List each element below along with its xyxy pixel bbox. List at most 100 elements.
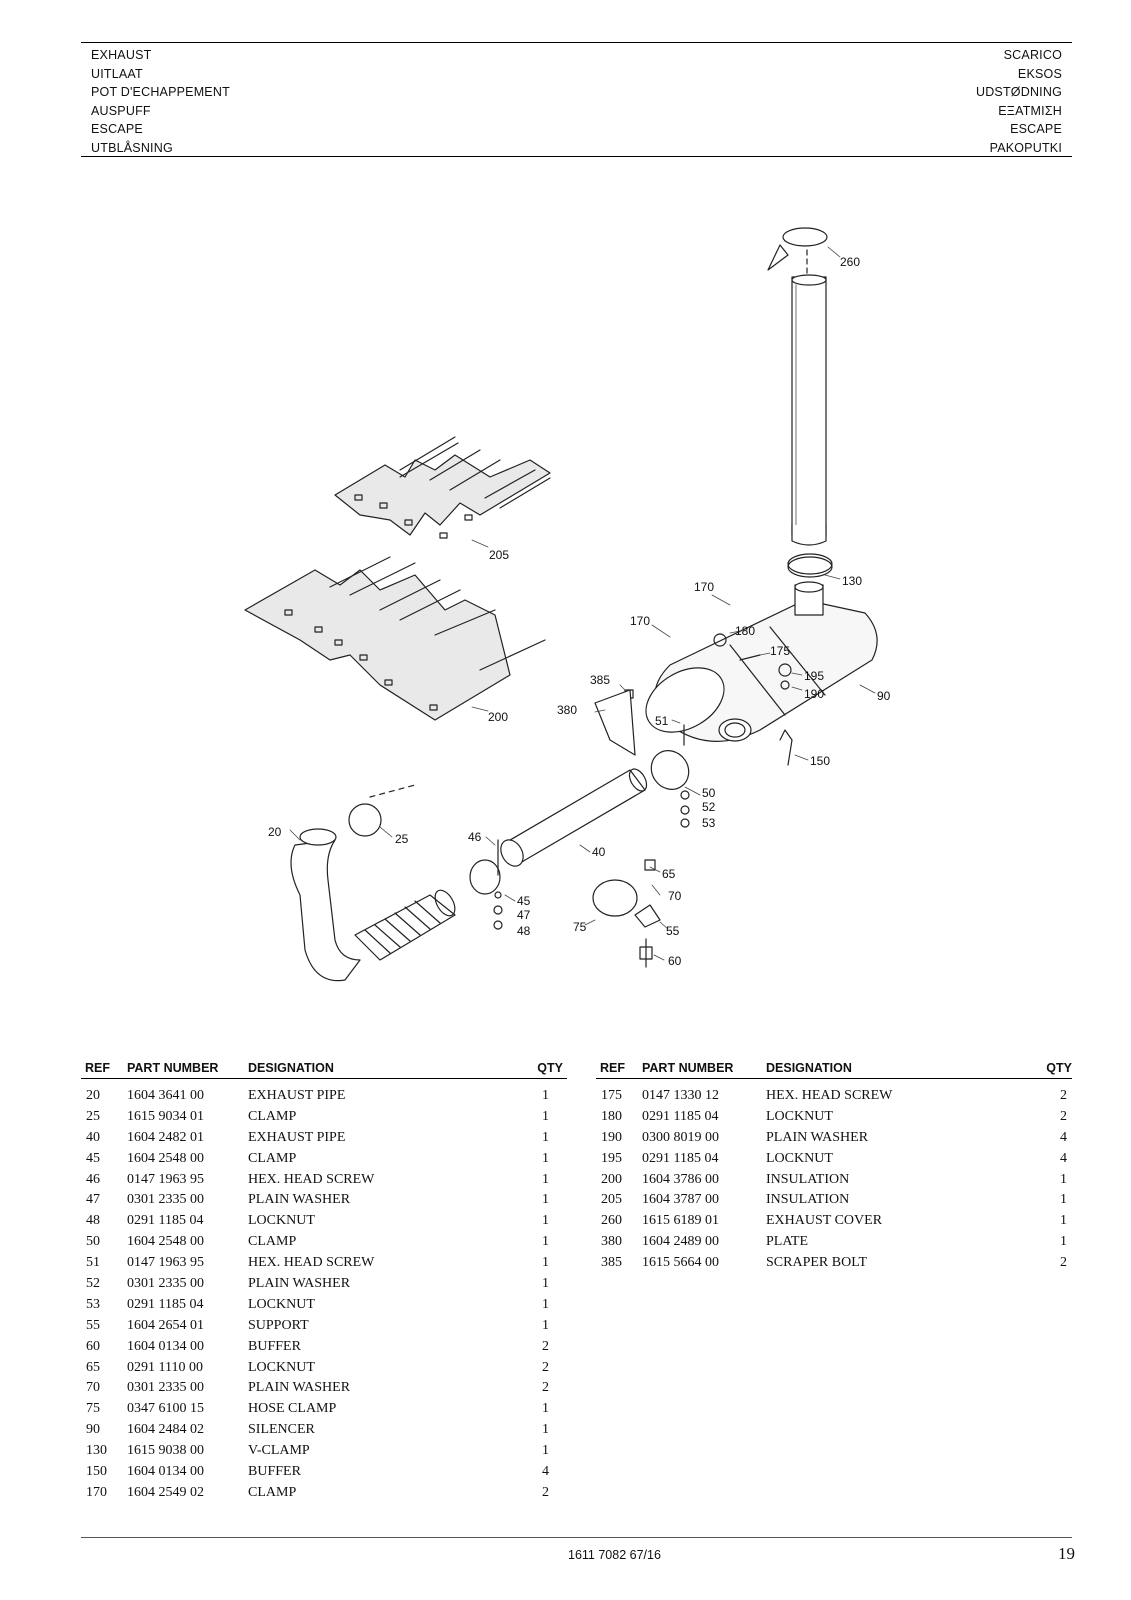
cell-designation: INSULATION xyxy=(766,1171,850,1187)
callout-label: 260 xyxy=(840,255,860,269)
footer-divider xyxy=(81,1537,1072,1538)
silencer-part xyxy=(645,581,878,742)
table-row: 260 1615 6189 01 EXHAUST COVER 1 xyxy=(596,1211,1072,1232)
v-clamp-part xyxy=(787,553,833,578)
cell-designation: V-CLAMP xyxy=(248,1443,310,1459)
cell-qty: 4 xyxy=(542,1464,549,1480)
cell-designation: SUPPORT xyxy=(248,1317,309,1333)
callout-numbers: 260 205 200 170 170 130 180 175 195 190 … xyxy=(268,255,891,968)
cell-qty: 1 xyxy=(542,1213,549,1229)
cell-qty: 1 xyxy=(542,1443,549,1459)
callout-label: 70 xyxy=(668,889,682,903)
cell-designation: HEX. HEAD SCREW xyxy=(248,1255,375,1271)
cell-designation: HOSE CLAMP xyxy=(248,1401,337,1417)
cell-ref: 90 xyxy=(86,1422,100,1438)
cell-designation: EXHAUST COVER xyxy=(766,1213,883,1229)
cell-ref: 70 xyxy=(86,1380,100,1396)
callout-label: 25 xyxy=(395,832,409,846)
cell-part-number: 1615 6189 01 xyxy=(642,1213,719,1229)
header-title: ΕΞΑΤΜΙΣΗ xyxy=(998,103,1062,118)
clamp-parts xyxy=(348,784,661,968)
cell-designation: LOCKNUT xyxy=(766,1108,833,1124)
callout-label: 46 xyxy=(468,830,482,844)
cell-part-number: 1604 2654 01 xyxy=(127,1317,204,1333)
cell-ref: 170 xyxy=(86,1484,107,1500)
cell-qty: 1 xyxy=(1060,1234,1067,1250)
cell-part-number: 1604 2482 01 xyxy=(127,1129,204,1145)
cell-part-number: 0291 1185 04 xyxy=(127,1213,204,1229)
callout-label: 385 xyxy=(590,673,610,687)
cell-designation: PLAIN WASHER xyxy=(766,1129,869,1145)
cell-designation: EXHAUST PIPE xyxy=(248,1129,346,1145)
callout-label: 48 xyxy=(517,924,531,938)
insulation-upper-part xyxy=(334,436,551,539)
cell-designation: HEX. HEAD SCREW xyxy=(248,1171,375,1187)
cell-ref: 205 xyxy=(601,1192,622,1208)
cell-qty: 1 xyxy=(542,1129,549,1145)
callout-label: 52 xyxy=(702,800,716,814)
callout-label: 20 xyxy=(268,825,282,839)
callout-label: 75 xyxy=(573,920,587,934)
cell-qty: 1 xyxy=(1060,1192,1067,1208)
cell-designation: LOCKNUT xyxy=(248,1359,315,1375)
cell-designation: INSULATION xyxy=(766,1192,850,1208)
cell-part-number: 0291 1185 04 xyxy=(642,1108,719,1124)
cell-designation: PLAIN WASHER xyxy=(248,1192,351,1208)
header-titles-left: EXHAUST UITLAAT POT D'ECHAPPEMENT AUSPUF… xyxy=(91,46,230,158)
callout-label: 60 xyxy=(668,954,682,968)
cell-designation: LOCKNUT xyxy=(766,1150,833,1166)
cell-part-number: 1604 2549 02 xyxy=(127,1484,204,1500)
cell-ref: 46 xyxy=(86,1171,100,1187)
cell-ref: 180 xyxy=(601,1108,622,1124)
cell-designation: CLAMP xyxy=(248,1484,297,1500)
cell-designation: EXHAUST PIPE xyxy=(248,1088,346,1103)
cell-part-number: 0147 1330 12 xyxy=(642,1088,719,1103)
header-title: UITLAAT xyxy=(91,66,143,81)
header-title: UTBLÅSNING xyxy=(91,140,173,155)
cell-ref: 260 xyxy=(601,1213,622,1229)
cell-designation: CLAMP xyxy=(248,1150,297,1166)
cell-qty: 2 xyxy=(1060,1255,1067,1271)
cell-part-number: 0147 1963 95 xyxy=(127,1171,204,1187)
cell-qty: 1 xyxy=(1060,1213,1067,1229)
cell-qty: 1 xyxy=(542,1317,549,1333)
cell-ref: 20 xyxy=(86,1088,100,1103)
cell-part-number: 1615 9038 00 xyxy=(127,1443,204,1459)
cell-part-number: 1604 2548 00 xyxy=(127,1150,204,1166)
cell-ref: 60 xyxy=(86,1338,100,1354)
cell-qty: 1 xyxy=(542,1088,549,1103)
cell-qty: 2 xyxy=(542,1359,549,1375)
cell-qty: 2 xyxy=(1060,1088,1067,1103)
cell-qty: 1 xyxy=(542,1422,549,1438)
cell-part-number: 0147 1963 95 xyxy=(127,1255,204,1271)
callout-label: 55 xyxy=(666,924,680,938)
callout-leaders xyxy=(289,246,876,961)
header-title: SCARICO xyxy=(1003,48,1062,62)
callout-label: 47 xyxy=(517,908,531,922)
cell-part-number: 1604 2489 00 xyxy=(642,1234,719,1250)
cell-part-number: 0291 1110 00 xyxy=(127,1359,203,1375)
exploded-view-drawing: 260 205 200 170 170 130 180 175 195 190 … xyxy=(244,227,891,982)
cell-part-number: 1615 5664 00 xyxy=(642,1255,719,1271)
header-title: AUSPUFF xyxy=(91,103,151,118)
cell-ref: 45 xyxy=(86,1150,100,1166)
cell-qty: 4 xyxy=(1060,1150,1067,1166)
document-number: 1611 7082 67/16 xyxy=(568,1548,661,1562)
